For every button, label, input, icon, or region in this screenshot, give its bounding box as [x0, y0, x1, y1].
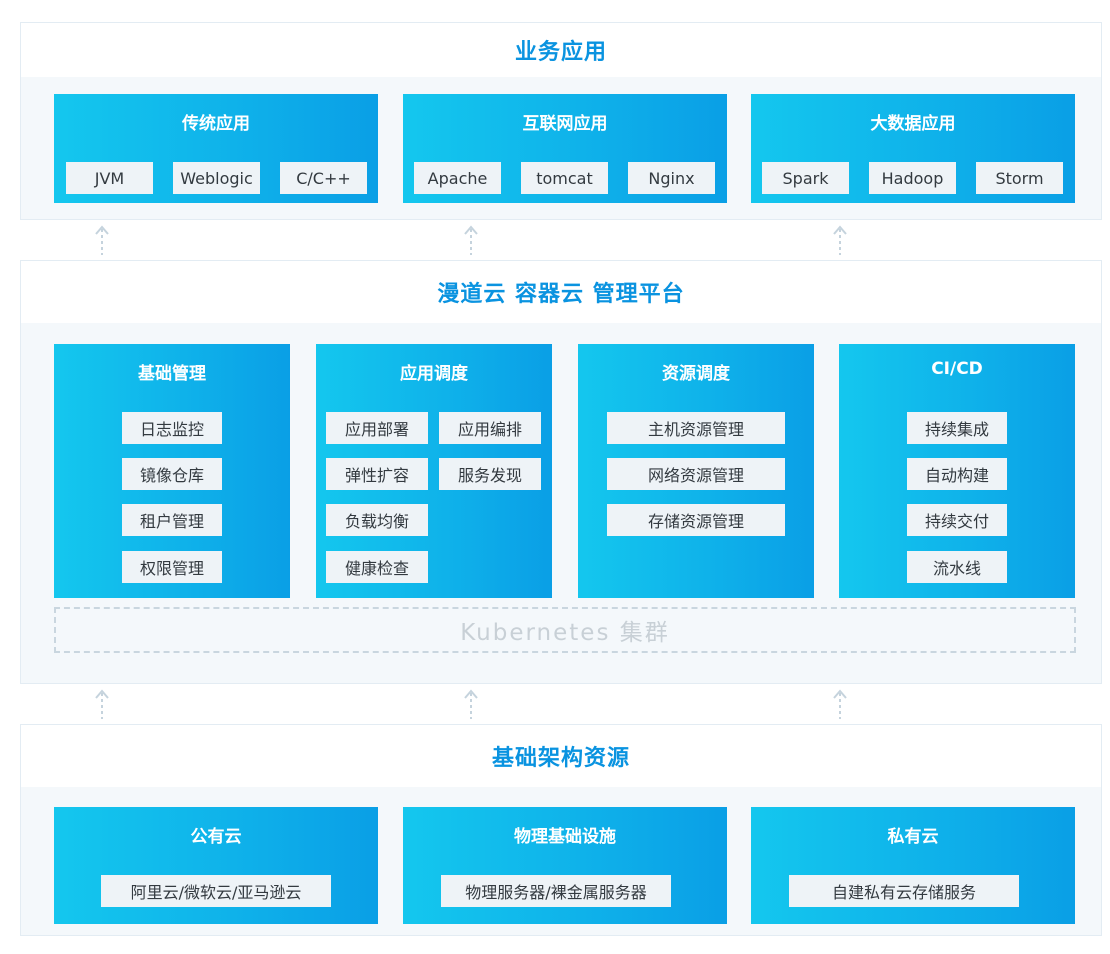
chip-network-resource: 网络资源管理	[607, 458, 785, 490]
chip-tomcat: tomcat	[521, 162, 608, 194]
chip-physical-servers: 物理服务器/裸金属服务器	[441, 875, 671, 907]
chip-spark: Spark	[762, 162, 849, 194]
chip-pipeline: 流水线	[907, 551, 1007, 583]
group-traditional-apps: 传统应用 JVM Weblogic C/C++	[54, 94, 378, 203]
group-cicd: CI/CD 持续集成 自动构建 持续交付 流水线	[839, 344, 1075, 598]
group-title: 互联网应用	[522, 114, 608, 134]
chip-storm: Storm	[976, 162, 1063, 194]
business-title: 业务应用	[21, 23, 1101, 77]
dashed-up-arrow-icon	[464, 689, 478, 719]
chip-apache: Apache	[414, 162, 501, 194]
group-title: 传统应用	[182, 114, 250, 134]
chip-public-cloud-providers: 阿里云/微软云/亚马逊云	[101, 875, 331, 907]
chip-private-cloud-storage: 自建私有云存储服务	[789, 875, 1019, 907]
infra-title: 基础架构资源	[21, 725, 1101, 787]
chip-continuous-integration: 持续集成	[907, 412, 1007, 444]
dashed-up-arrow-icon	[95, 225, 109, 255]
chip-cpp: C/C++	[280, 162, 367, 194]
group-physical-infra: 物理基础设施 物理服务器/裸金属服务器	[403, 807, 727, 924]
group-internet-apps: 互联网应用 Apache tomcat Nginx	[403, 94, 727, 203]
chip-auto-build: 自动构建	[907, 458, 1007, 490]
chip-host-resource: 主机资源管理	[607, 412, 785, 444]
chip-image-registry: 镜像仓库	[122, 458, 222, 490]
chip-tenant-management: 租户管理	[122, 504, 222, 536]
group-bigdata-apps: 大数据应用 Spark Hadoop Storm	[751, 94, 1075, 203]
group-resource-scheduling: 资源调度 主机资源管理 网络资源管理 存储资源管理	[578, 344, 814, 598]
group-title: 私有云	[887, 827, 939, 847]
chip-weblogic: Weblogic	[173, 162, 260, 194]
group-public-cloud: 公有云 阿里云/微软云/亚马逊云	[54, 807, 378, 924]
dashed-up-arrow-icon	[464, 225, 478, 255]
chip-jvm: JVM	[66, 162, 153, 194]
group-private-cloud: 私有云 自建私有云存储服务	[751, 807, 1075, 924]
chip-nginx: Nginx	[628, 162, 715, 194]
group-title: 物理基础设施	[514, 827, 616, 847]
chip-hadoop: Hadoop	[869, 162, 956, 194]
group-title: 应用调度	[400, 364, 468, 384]
chip-app-orchestration: 应用编排	[439, 412, 541, 444]
chip-continuous-delivery: 持续交付	[907, 504, 1007, 536]
dashed-up-arrow-icon	[95, 689, 109, 719]
chip-app-deploy: 应用部署	[326, 412, 428, 444]
group-title: 大数据应用	[870, 114, 956, 134]
group-title: 资源调度	[662, 364, 730, 384]
platform-title: 漫道云 容器云 管理平台	[21, 261, 1101, 323]
chip-load-balancing: 负载均衡	[326, 504, 428, 536]
kubernetes-cluster-label: Kubernetes 集群	[54, 607, 1076, 653]
group-app-scheduling: 应用调度 应用部署 应用编排 弹性扩容 服务发现 负载均衡 健康检查	[316, 344, 552, 598]
group-title: CI/CD	[931, 359, 983, 379]
chip-health-check: 健康检查	[326, 551, 428, 583]
group-basic-management: 基础管理 日志监控 镜像仓库 租户管理 权限管理	[54, 344, 290, 598]
chip-storage-resource: 存储资源管理	[607, 504, 785, 536]
chip-permission-management: 权限管理	[122, 551, 222, 583]
group-title: 公有云	[190, 827, 242, 847]
chip-log-monitoring: 日志监控	[122, 412, 222, 444]
dashed-up-arrow-icon	[833, 225, 847, 255]
dashed-up-arrow-icon	[833, 689, 847, 719]
group-title: 基础管理	[138, 364, 206, 384]
chip-service-discovery: 服务发现	[439, 458, 541, 490]
chip-elastic-scaling: 弹性扩容	[326, 458, 428, 490]
